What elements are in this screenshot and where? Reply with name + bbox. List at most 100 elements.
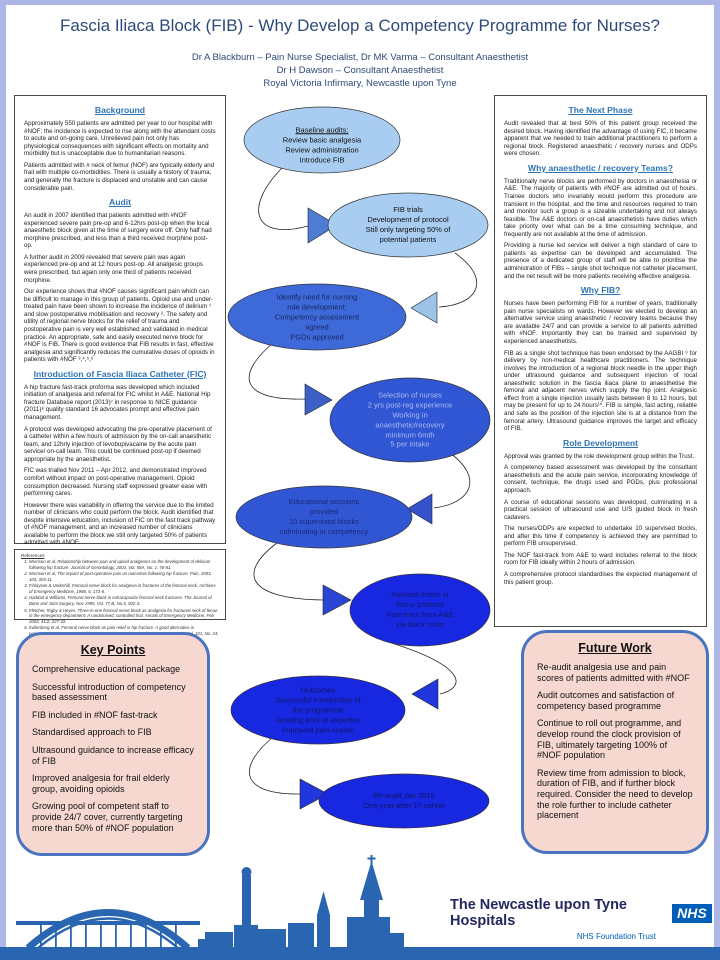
- node-selection-of-nurses: [329, 377, 491, 463]
- paragraph: Traditionally nerve blocks are performed…: [504, 177, 697, 238]
- hospital-name: The Newcastle upon Tyne Hospitals: [450, 897, 627, 929]
- node-baseline-audits: [243, 106, 401, 174]
- nhs-logo: NHS: [671, 903, 712, 923]
- arrow-right-icon: [299, 778, 329, 810]
- paragraph: A competency based assessment was develo…: [504, 464, 697, 494]
- flow-node-baseline-audits: Baseline audits:Review basic analgesia R…: [247, 115, 397, 164]
- bridge-deck: [16, 921, 200, 925]
- cathedral-spire: [360, 861, 383, 900]
- flow-node-re-audit: Re-audit Jan 2015 One year after 1ˢᵗ coh…: [363, 791, 445, 810]
- building: [234, 925, 258, 948]
- key-point-item: FIB included in #NOF fast-track: [32, 709, 158, 720]
- spire-cross: [367, 857, 376, 860]
- right-column-box: The Next Phase Audit revealed that at be…: [494, 95, 707, 627]
- section-heading-next-phase: The Next Phase: [568, 105, 633, 115]
- paragraph: Providing a nurse led service will deliv…: [504, 242, 697, 280]
- paragraph: The nurses/ODPs are expected to undertak…: [504, 525, 697, 548]
- building: [205, 932, 233, 948]
- paragraph: Approximately 550 patients are admitted …: [24, 120, 216, 158]
- section-heading-fic: Introduction of Fascia Iliaca Catheter (…: [33, 368, 207, 379]
- reference-item: Fletcher, Rigby & Heyes, Three-in-one fe…: [29, 608, 219, 625]
- flow-connector: [258, 166, 309, 230]
- section-heading-audit: Audit: [109, 197, 131, 208]
- monument-column: [242, 875, 251, 948]
- flow-connector: [438, 252, 477, 308]
- building: [288, 923, 314, 948]
- key-point-item: Ultrasound guidance to increase efficacy…: [32, 745, 194, 766]
- arrow-left-icon: [406, 493, 433, 525]
- reference-item: Morrison et al, Relationship between pai…: [29, 559, 219, 570]
- paragraph: Patients admitted with # neck of femur (…: [24, 161, 215, 192]
- authors-line: Dr H Dawson – Consultant Anaesthetist: [276, 64, 444, 76]
- node-fib-trials: [327, 192, 489, 258]
- reference-item: Finlayson & Underhill, Femoral nerve blo…: [29, 583, 219, 594]
- flow-node-identify-need: Identify need for nursing role developme…: [274, 292, 360, 341]
- bridge-arch-inner: [37, 917, 179, 949]
- monument-top: [241, 867, 252, 877]
- paragraph: A protocol was developed advocating the …: [24, 425, 212, 463]
- flow-node-revised-protocol: Revised #neck of femur protocol Fast-tra…: [386, 590, 454, 629]
- section-heading-background: Background: [94, 105, 146, 115]
- flow-connector: [249, 736, 301, 795]
- key-point-item: Standardised approach to FIB: [32, 727, 152, 738]
- node-educational-sessions: [235, 485, 413, 549]
- paragraph: Audit revealed that at best 50% of this …: [504, 120, 697, 158]
- arrow-right-icon: [322, 584, 352, 616]
- page-title: Fascia Iliaca Block (FIB) - Why Develop …: [60, 16, 660, 35]
- paragraph: FIB as a single shot technique has been …: [504, 349, 697, 433]
- node-re-audit: [318, 773, 490, 829]
- church-tower: [317, 915, 330, 948]
- references-box: References Morrison et al, Relationship …: [14, 549, 226, 655]
- paragraph: A hip fracture fast-track proforma was d…: [24, 383, 211, 421]
- key-point-item: Successful introduction of competency ba…: [32, 681, 186, 703]
- key-points-box: Key Points Comprehensive educational pac…: [16, 632, 210, 856]
- arrow-left-icon: [411, 678, 439, 710]
- nhs-logo-block: The Newcastle upon Tyne Hospitals NHS NH…: [450, 897, 712, 941]
- paragraph: A course of educational sessions was dev…: [504, 498, 697, 521]
- authors-line: Dr A Blackburn – Pain Nurse Specialist, …: [191, 52, 529, 63]
- authors-block: Dr A Blackburn – Pain Nurse Specialist, …: [0, 52, 720, 90]
- authors-line: Royal Victoria Infirmary, Newcastle upon…: [263, 77, 457, 89]
- references-heading: References: [21, 553, 45, 558]
- paragraph: Approval was granted by the role develop…: [504, 452, 695, 460]
- future-work-heading: Future Work: [578, 641, 652, 655]
- future-work-item: Re-audit analgesia use and pain scores o…: [537, 662, 690, 683]
- building: [390, 933, 404, 948]
- flow-connector: [384, 640, 457, 695]
- paragraph: A comprehensive protocol standardises th…: [504, 571, 697, 586]
- church-spire: [317, 891, 330, 915]
- key-points-heading: Key Points: [80, 643, 146, 657]
- building: [256, 929, 286, 948]
- node-outcomes: [230, 675, 406, 745]
- paragraph: Our experience shows that #NOF causes si…: [24, 288, 215, 364]
- cathedral-base: [364, 897, 379, 948]
- trust-name: NHS Foundation Trust: [576, 932, 656, 941]
- section-heading-why-teams: Why anaesthetic / recovery Teams?: [527, 162, 674, 173]
- arrow-right-icon: [307, 207, 338, 244]
- building: [198, 939, 206, 948]
- future-work-item: Audit outcomes and satisfaction of compe…: [537, 690, 675, 711]
- paragraph: The NOF fast-track from A&E to ward incl…: [504, 551, 697, 567]
- reference-item: Morrison et al, The impact of post-opera…: [29, 571, 219, 582]
- flow-node-selection-of-nurses: Selection of nurses 2 yrs post-reg exper…: [367, 390, 453, 449]
- left-column-box: Background Approximately 550 patients ar…: [14, 95, 226, 547]
- key-point-item: Growing pool of competent staff to provi…: [32, 801, 183, 833]
- flow-node-fib-trials: FIB trials Development of protocol Still…: [365, 205, 451, 244]
- flow-connector: [433, 452, 471, 509]
- key-point-item: Comprehensive educational package: [32, 664, 181, 674]
- flow-node-educational-sessions: Educational sessions provided 10 supervi…: [279, 497, 369, 536]
- flow-connector: [253, 542, 324, 601]
- future-work-box: Future Work Re-audit analgesia use and p…: [521, 630, 709, 854]
- flowchart-graphic: [227, 106, 491, 829]
- section-heading-role-development: Role Development: [563, 437, 638, 448]
- flow-connector: [248, 342, 306, 400]
- arrow-left-icon: [410, 291, 438, 324]
- paragraph: An audit in 2007 identified that patient…: [24, 212, 212, 250]
- paragraph: However there was variability in offerin…: [24, 501, 216, 547]
- node-lines: Review basic analgesia Review administra…: [282, 135, 362, 164]
- section-heading-why-fib: Why FIB?: [580, 285, 621, 296]
- key-point-item: Improved analgesia for frail elderly gro…: [32, 773, 170, 794]
- skyline-graphic: [16, 855, 404, 951]
- future-work-item: Continue to roll out programme, and deve…: [537, 718, 682, 761]
